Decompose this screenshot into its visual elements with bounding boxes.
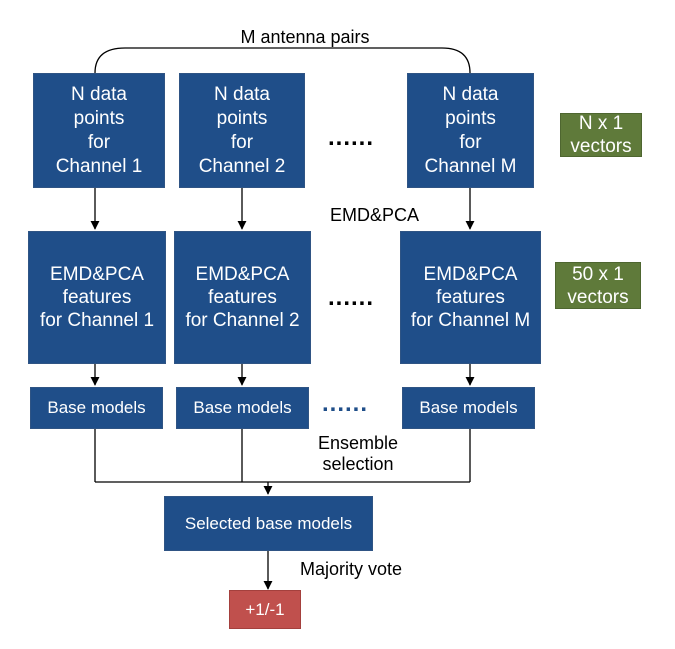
selected-base-models-label: Selected base models bbox=[184, 513, 353, 533]
feature-box-line: features bbox=[62, 287, 132, 308]
base-models-label: Base models bbox=[47, 398, 146, 417]
data-box-line: points bbox=[216, 107, 268, 129]
feature-box-line: EMD&PCA bbox=[50, 264, 144, 285]
output-box: +1/-1 bbox=[229, 590, 301, 629]
ensemble-line: Ensemble bbox=[317, 433, 399, 453]
data-box-line: points bbox=[73, 107, 125, 129]
feature-box-line: features bbox=[436, 287, 505, 308]
feature-box-line: EMD&PCA bbox=[423, 264, 518, 285]
feature-box-channel-2: EMD&PCA features for Channel 2 bbox=[174, 231, 311, 364]
vector-tag-50: 50 x 1 vectors bbox=[555, 262, 641, 309]
base-models-label: Base models bbox=[193, 398, 292, 417]
data-box-channel-2: N data points for Channel 2 bbox=[179, 73, 305, 188]
base-models-box-1: Base models bbox=[30, 387, 163, 429]
data-box-line: points bbox=[445, 107, 496, 129]
ensemble-line: selection bbox=[322, 454, 394, 474]
majority-vote-label: Majority vote bbox=[300, 559, 403, 579]
data-box-line: N data bbox=[214, 83, 270, 105]
ensemble-selection-label: Ensemble selection bbox=[303, 433, 413, 475]
feature-box-line: EMD&PCA bbox=[195, 264, 290, 285]
vector-tag-line: vectors bbox=[567, 286, 629, 308]
data-box-line: Channel M bbox=[424, 155, 517, 177]
feature-box-channel-1: EMD&PCA features for Channel 1 bbox=[28, 231, 166, 364]
base-models-box-m: Base models bbox=[402, 387, 535, 429]
vector-tag-line: vectors bbox=[570, 136, 632, 157]
data-box-line: Channel 2 bbox=[198, 155, 286, 177]
feature-box-line: features bbox=[208, 287, 277, 308]
data-box-line: for bbox=[459, 131, 482, 153]
antenna-pairs-label: M antenna pairs bbox=[240, 27, 370, 47]
data-box-line: N data bbox=[442, 83, 499, 105]
data-box-line: Channel 1 bbox=[55, 155, 143, 177]
antenna-bracket bbox=[94, 47, 471, 74]
emd-pca-step-label: EMD&PCA bbox=[330, 205, 420, 225]
vector-tag-line: 50 x 1 bbox=[572, 263, 624, 285]
feature-box-line: for Channel 1 bbox=[39, 310, 155, 331]
output-label: +1/-1 bbox=[245, 599, 285, 619]
data-box-line: for bbox=[87, 131, 111, 153]
data-box-line: for bbox=[230, 131, 254, 153]
data-box-channel-1: N data points for Channel 1 bbox=[33, 73, 165, 188]
data-box-line: N data bbox=[71, 83, 127, 105]
data-box-channel-m: N data points for Channel M bbox=[407, 73, 534, 188]
vector-tag-n: N x 1 vectors bbox=[560, 113, 642, 157]
base-models-box-2: Base models bbox=[176, 387, 309, 429]
selected-base-models-box: Selected base models bbox=[164, 496, 373, 551]
base-models-label: Base models bbox=[419, 398, 518, 417]
feature-box-line: for Channel M bbox=[410, 310, 531, 331]
ellipsis-row-3: ...... bbox=[322, 390, 369, 417]
ellipsis-row-1: ...... bbox=[328, 124, 375, 151]
feature-box-line: for Channel 2 bbox=[185, 310, 300, 331]
vector-tag-line: N x 1 bbox=[578, 113, 624, 134]
feature-box-channel-m: EMD&PCA features for Channel M bbox=[400, 231, 541, 364]
ellipsis-row-2: ...... bbox=[328, 284, 375, 311]
